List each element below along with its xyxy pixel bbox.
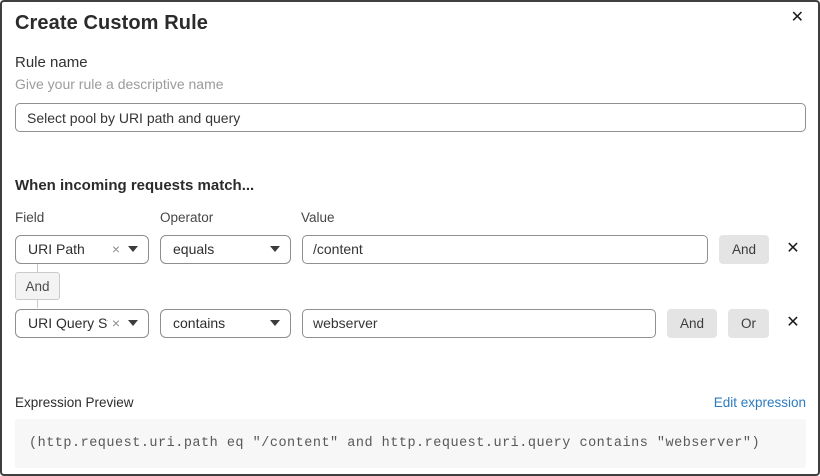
add-and-condition-button[interactable]: And bbox=[718, 234, 769, 264]
clear-selection-icon[interactable]: × bbox=[111, 241, 120, 257]
condition-row: URI Query St... × contains And Or ✕ bbox=[15, 308, 806, 338]
rule-name-helper: Give your rule a descriptive name bbox=[15, 76, 224, 92]
value-input[interactable] bbox=[302, 308, 656, 338]
field-select[interactable]: URI Query St... × bbox=[15, 308, 149, 338]
condition-connector: And bbox=[15, 264, 60, 308]
chevron-down-icon bbox=[270, 320, 280, 326]
and-connector-badge[interactable]: And bbox=[15, 272, 60, 300]
remove-condition-icon[interactable]: ✕ bbox=[780, 241, 806, 257]
operator-column-label: Operator bbox=[160, 210, 214, 225]
value-column-label: Value bbox=[301, 210, 335, 225]
expression-code: (http.request.uri.path eq "/content" and… bbox=[29, 436, 761, 451]
close-icon[interactable]: ✕ bbox=[790, 9, 804, 26]
field-select-value: URI Path bbox=[28, 241, 85, 257]
chevron-down-icon bbox=[128, 246, 138, 252]
dialog-title: Create Custom Rule bbox=[15, 12, 208, 34]
add-and-condition-button[interactable]: And bbox=[666, 308, 717, 338]
condition-column-labels: Field Operator Value bbox=[15, 210, 806, 225]
chevron-down-icon bbox=[128, 320, 138, 326]
rule-name-input[interactable] bbox=[15, 103, 806, 132]
expression-code-block: (http.request.uri.path eq "/content" and… bbox=[15, 419, 806, 468]
rule-name-label: Rule name bbox=[15, 54, 88, 71]
add-or-condition-button[interactable]: Or bbox=[728, 308, 769, 338]
match-section-heading: When incoming requests match... bbox=[15, 177, 255, 194]
chevron-down-icon bbox=[270, 246, 280, 252]
expression-preview-header: Expression Preview Edit expression bbox=[15, 395, 806, 410]
expression-preview-label: Expression Preview bbox=[15, 395, 134, 410]
operator-select[interactable]: contains bbox=[160, 308, 291, 338]
clear-selection-icon[interactable]: × bbox=[111, 315, 120, 331]
operator-select[interactable]: equals bbox=[160, 234, 291, 264]
field-select[interactable]: URI Path × bbox=[15, 234, 149, 264]
remove-condition-icon[interactable]: ✕ bbox=[780, 315, 806, 331]
value-input[interactable] bbox=[302, 234, 708, 264]
field-column-label: Field bbox=[15, 210, 45, 225]
operator-select-value: contains bbox=[173, 315, 226, 331]
field-select-value: URI Query St... bbox=[28, 315, 108, 331]
condition-row: URI Path × equals And ✕ bbox=[15, 234, 806, 264]
edit-expression-link[interactable]: Edit expression bbox=[713, 395, 806, 410]
operator-select-value: equals bbox=[173, 241, 215, 257]
